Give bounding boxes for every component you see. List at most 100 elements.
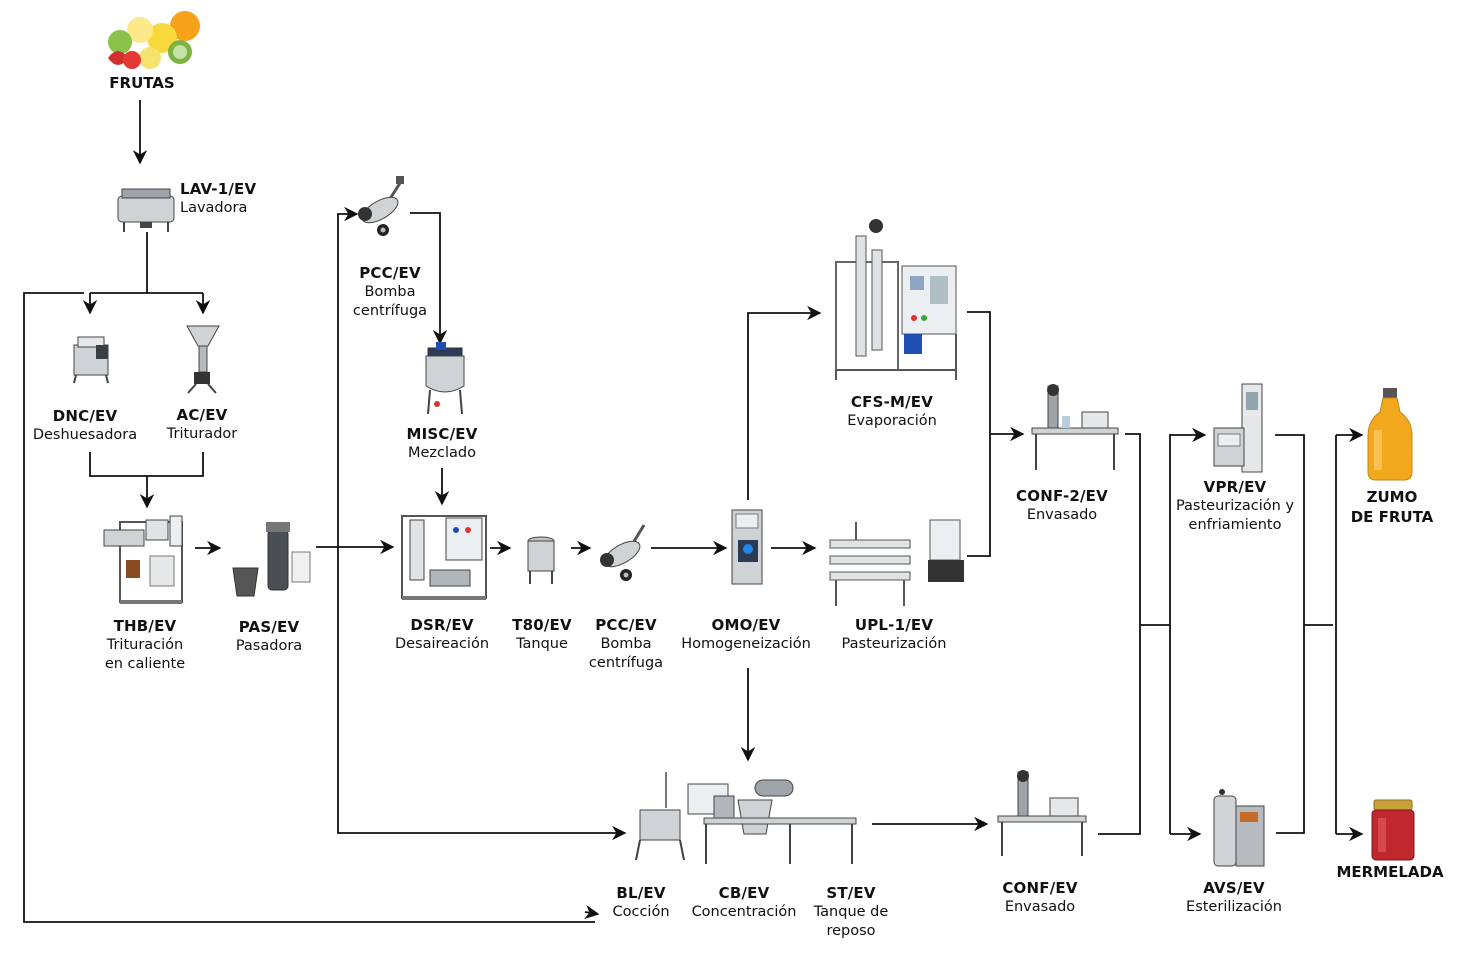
ac-label: AC/EV Triturador [155, 406, 249, 444]
pas-label: PAS/EV Pasadora [224, 618, 314, 656]
cb-code: CB/EV [718, 884, 770, 902]
evaporacion-image [835, 219, 957, 380]
cfsm-label: CFS-M/EV Evaporación [836, 393, 948, 431]
upl1-code: UPL-1/EV [854, 616, 934, 634]
connector-bypass-bl-arrow [584, 904, 600, 920]
misc-code: MISC/EV [406, 425, 478, 443]
upl1-name: Pasteurización [841, 636, 947, 652]
lav1-name: Lavadora [180, 200, 248, 216]
pcc-top-name-2: centrífuga [352, 303, 428, 319]
pcc-top-code: PCC/EV [359, 264, 421, 282]
homogeneizacion-image [731, 509, 763, 585]
bl-code: BL/EV [616, 884, 666, 902]
bl-label: BL/EV Cocción [598, 884, 684, 922]
triturador-image [186, 325, 220, 394]
connector-bypass-bl [23, 292, 595, 923]
envasado-image [997, 770, 1087, 856]
conf-code: CONF/EV [1002, 879, 1078, 897]
envasado-2-image [1031, 384, 1119, 470]
connector-pcc-misc [410, 212, 448, 345]
lavadora-image [117, 188, 175, 232]
thb-name-2: en caliente [104, 656, 186, 672]
juice-text-1: ZUMO [1366, 488, 1418, 506]
pasadora-image [232, 522, 311, 597]
avs-name: Esterilización [1186, 899, 1282, 915]
juice-label: ZUMO DE FRUTA [1340, 487, 1444, 527]
cfsm-name: Evaporación [847, 413, 937, 429]
connector-branch-up [337, 206, 359, 547]
desaireacion-image [401, 515, 487, 600]
conf2-name: Envasado [1026, 507, 1098, 523]
conf2-label: CONF-2/EV Envasado [1010, 487, 1114, 525]
vpr-name-2: enfriamiento [1188, 517, 1282, 533]
deshuesadora-image [73, 336, 109, 384]
vpr-label: VPR/EV Pasteurización y enfriamiento [1170, 478, 1300, 535]
thb-name-1: Trituración [106, 637, 184, 653]
pcc-mid-code: PCC/EV [595, 616, 657, 634]
jam-text: MERMELADA [1336, 863, 1444, 881]
jam-jar-image [1371, 799, 1415, 861]
pcc-mid-name-2: centrífuga [588, 655, 664, 671]
ac-code: AC/EV [176, 406, 228, 424]
st-name-1: Tanque de [813, 904, 889, 920]
t80-code: T80/EV [512, 616, 572, 634]
pcc-top-label: PCC/EV Bomba centrífuga [340, 264, 440, 321]
thb-label: THB/EV Trituración en caliente [98, 617, 192, 674]
vpr-name-1: Pasteurización y [1175, 498, 1295, 514]
vpr-code: VPR/EV [1203, 478, 1267, 496]
st-label: ST/EV Tanque de reposo [806, 884, 896, 941]
juice-text-2: DE FRUTA [1350, 508, 1434, 526]
st-name-2: reposo [826, 923, 876, 939]
connector-conf2-merge [1098, 433, 1141, 835]
dsr-label: DSR/EV Desaireación [390, 616, 494, 654]
misc-name: Mezclado [407, 445, 476, 461]
flow-connectors [23, 100, 1364, 923]
fruits-text: FRUTAS [109, 74, 175, 92]
fruits-image [108, 11, 200, 69]
connector-branch-down [337, 547, 627, 841]
ac-name: Triturador [166, 426, 238, 442]
trituracion-caliente-image [103, 515, 183, 604]
pas-name: Pasadora [235, 638, 303, 654]
st-code: ST/EV [826, 884, 876, 902]
esterilizacion-image [1213, 789, 1265, 867]
dsr-code: DSR/EV [410, 616, 474, 634]
centrifugal-pump-mid-image [600, 524, 646, 581]
coccion-concentracion-reposo-image [635, 772, 857, 864]
omo-code: OMO/EV [711, 616, 781, 634]
pcc-mid-label: PCC/EV Bomba centrífuga [578, 616, 674, 673]
lav1-code: LAV-1/EV [180, 180, 257, 198]
dsr-name: Desaireación [394, 636, 490, 652]
t80-name: Tanque [516, 636, 568, 652]
pasteurizacion-enfriamiento-image [1213, 383, 1263, 473]
thb-code: THB/EV [113, 617, 177, 635]
avs-code: AVS/EV [1203, 879, 1265, 897]
lav1-label: LAV-1/EV Lavadora [180, 180, 256, 218]
misc-label: MISC/EV Mezclado [392, 425, 492, 463]
t80-label: T80/EV Tanque [504, 616, 580, 654]
dnc-name: Deshuesadora [32, 427, 138, 443]
fruits-label: FRUTAS [98, 73, 186, 93]
avs-label: AVS/EV Esterilización [1176, 879, 1292, 917]
conf-name: Envasado [1004, 899, 1076, 915]
jam-label: MERMELADA [1330, 862, 1450, 882]
pas-code: PAS/EV [238, 618, 300, 636]
mezclado-image [425, 342, 465, 415]
conf2-code: CONF-2/EV [1016, 487, 1108, 505]
conf-label: CONF/EV Envasado [990, 879, 1090, 917]
dnc-label: DNC/EV Deshuesadora [30, 407, 140, 445]
omo-name: Homogeneización [681, 636, 811, 652]
connector-cfsm-conf2 [967, 311, 991, 557]
cb-name: Concentración [691, 904, 797, 920]
cb-label: CB/EV Concentración [686, 884, 802, 922]
dnc-code: DNC/EV [52, 407, 118, 425]
tanque-image [527, 536, 555, 584]
pcc-top-name-1: Bomba [364, 284, 416, 300]
pasteurizacion-image [829, 519, 964, 606]
connector-omo-cfsm [747, 305, 822, 500]
bl-name: Cocción [612, 904, 670, 920]
upl1-label: UPL-1/EV Pasteurización [832, 616, 956, 654]
connector-dnc-ac-merge [89, 452, 204, 477]
centrifugal-pump-top-image [358, 176, 404, 236]
